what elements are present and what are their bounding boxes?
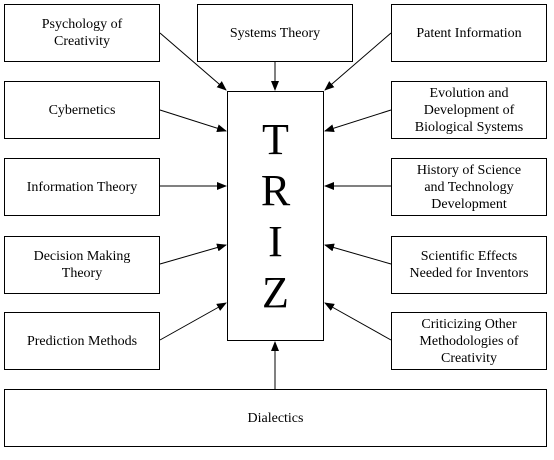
arrow-cybernetics <box>159 109 227 133</box>
triz-letter-r: R <box>260 165 291 215</box>
box-decision-making-theory: Decision Making Theory <box>4 236 160 294</box>
triz-center-box: T R I Z <box>227 91 324 341</box>
box-dialectics: Dialectics <box>4 389 547 447</box>
arrow-prediction <box>159 302 227 341</box>
triz-letter-t: T <box>262 114 289 164</box>
arrow-criticizing <box>324 302 392 341</box>
box-scientific-effects: Scientific Effects Needed for Inventors <box>391 236 547 294</box>
box-criticizing-methodologies: Criticizing Other Methodologies of Creat… <box>391 312 547 370</box>
box-psychology-of-creativity: Psychology of Creativity <box>4 4 160 62</box>
box-patent-information: Patent Information <box>391 4 547 62</box>
box-cybernetics: Cybernetics <box>4 81 160 139</box>
box-systems-theory: Systems Theory <box>197 4 353 62</box>
box-prediction-methods: Prediction Methods <box>4 312 160 370</box>
triz-letter-i: I <box>268 216 283 266</box>
box-evolution-biological-systems: Evolution and Development of Biological … <box>391 81 547 139</box>
arrow-decision-making <box>159 243 227 265</box>
arrow-psychology <box>159 32 227 91</box>
triz-letter-z: Z <box>262 267 289 317</box>
arrow-scientific-effects <box>324 243 392 265</box>
arrow-patent <box>324 32 392 91</box>
box-history-science-technology: History of Science and Technology Develo… <box>391 158 547 216</box>
box-information-theory: Information Theory <box>4 158 160 216</box>
arrow-evolution <box>324 109 392 133</box>
